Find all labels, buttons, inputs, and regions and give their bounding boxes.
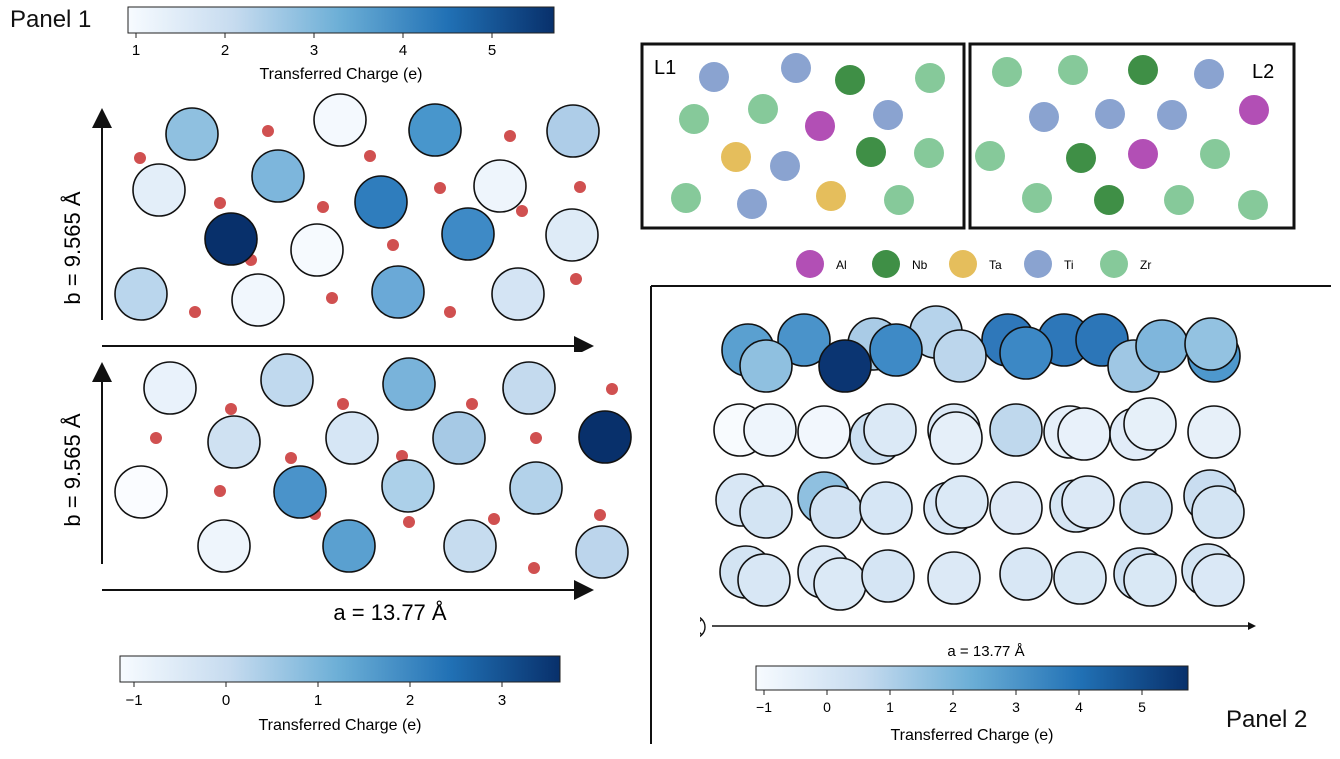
panel-1-lower-layer: b = 9.565 Å a = 13.77 Å [60,353,632,625]
colorbar-ticks [135,33,493,38]
b-axis-into-page-icon [700,616,706,638]
colorbar-tick-label: 4 [1075,699,1083,715]
side-row-2 [713,397,1241,465]
panel-1-top-colorbar: 1 2 3 4 5 Transferred Charge (e) [127,6,555,83]
colorbar-ticks [133,682,503,687]
side-row-3 [715,469,1245,539]
legend-label-ti: Ti [1064,258,1074,272]
a-axis-label: a = 13.77 Å [947,643,1024,660]
panel-1-label: Panel 1 [10,6,92,33]
l2-label: L2 [1252,61,1274,83]
panel-1-bottom-colorbar: −1 0 1 2 3 Transferred Charge (e) [119,655,561,734]
l2-atoms [975,55,1269,220]
panel-2-colorbar: −1 0 1 2 3 4 5 Transferred Charge (e) [755,665,1189,744]
colorbar-tick-label: 0 [823,699,831,715]
legend-label-al: Al [836,258,847,272]
l1-label: L1 [654,57,676,79]
colorbar-tick-label: 1 [886,699,894,715]
a-axis-label: a = 13.77 Å [333,600,446,625]
colorbar-tick-label: −1 [125,692,142,709]
colorbar-tick-label: −1 [756,699,772,715]
colorbar-tick-label: 4 [399,42,407,59]
colorbar-tick-label: 0 [222,692,230,709]
colorbar-title: Transferred Charge (e) [890,727,1053,744]
panel-2-label: Panel 2 [1226,706,1308,733]
colorbar-tick-label: 2 [949,699,957,715]
panel-2-frame [650,285,1331,744]
colorbar-tick-label: 3 [1012,699,1020,715]
b-axis-label: b = 9.565 Å [60,413,85,526]
side-row-1 [721,305,1241,393]
colorbar-title: Transferred Charge (e) [258,717,421,734]
layer-boxes: L1 L2 [640,42,1296,230]
colorbar-title: Transferred Charge (e) [259,66,422,83]
legend-swatch-zr [1100,250,1128,278]
element-legend: Al Nb Ta Ti Zr [796,250,1196,278]
legend-swatch-ta [949,250,977,278]
legend-label-ta: Ta [989,258,1002,272]
colorbar-tick-label: 1 [132,42,140,59]
colorbar-tick-label: 5 [488,42,496,59]
colorbar-gradient [119,655,561,683]
panel-1-upper-layer: b = 9.565 Å [60,93,600,352]
legend-swatch-ti [1024,250,1052,278]
colorbar-tick-label: 3 [498,692,506,709]
l1-atoms [671,53,945,219]
side-row-4 [719,543,1245,611]
legend-label-nb: Nb [912,258,928,272]
colorbar-tick-label: 2 [406,692,414,709]
b-axis-label: b = 9.565 Å [60,191,85,304]
oxygen-atoms [134,125,586,318]
colorbar-tick-label: 1 [314,692,322,709]
colorbar-gradient [127,6,555,34]
colorbar-ticks [763,690,1143,695]
legend-swatch-al [796,250,824,278]
colorbar-tick-label: 5 [1138,699,1146,715]
colorbar-tick-label: 2 [221,42,229,59]
colorbar-gradient [755,665,1189,691]
metal-atoms [114,353,632,579]
panel-2-side-view: b a = 13.77 Å [700,305,1256,660]
metal-atoms [114,93,600,327]
legend-label-zr: Zr [1140,258,1151,272]
legend-swatch-nb [872,250,900,278]
colorbar-tick-label: 3 [310,42,318,59]
